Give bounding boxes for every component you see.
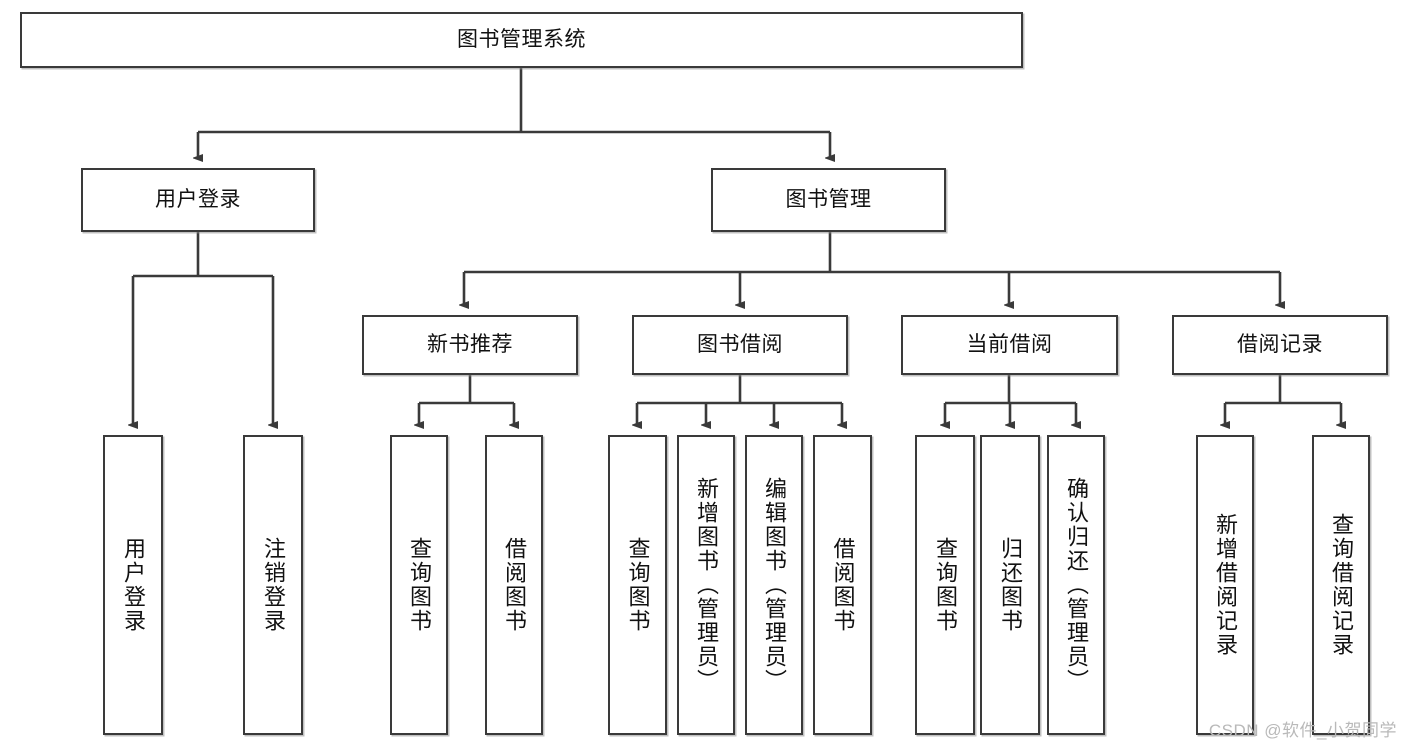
node-book-borrow[interactable]: 图书借阅: [632, 315, 848, 375]
node-leaf-return-book[interactable]: 归还图书: [980, 435, 1040, 735]
node-current-borrow[interactable]: 当前借阅: [901, 315, 1118, 375]
csdn-watermark: CSDN @软件_小贺同学: [1208, 721, 1397, 740]
node-leaf-logout-login[interactable]: 注销登录: [243, 435, 303, 735]
node-leaf-query-book-3[interactable]: 查询图书: [915, 435, 975, 735]
node-book-manage[interactable]: 图书管理: [711, 168, 946, 232]
node-borrow-record[interactable]: 借阅记录: [1172, 315, 1388, 375]
node-leaf-user-login[interactable]: 用户登录: [103, 435, 163, 735]
node-leaf-borrow-book-2[interactable]: 借阅图书: [813, 435, 872, 735]
node-book-borrow-label: 图书借阅: [697, 333, 783, 357]
node-leaf-add-borrow-record[interactable]: 新增借阅记录: [1196, 435, 1254, 735]
node-leaf-add-borrow-record-label: 新增借阅记录: [1212, 513, 1238, 657]
node-leaf-borrow-book-2-label: 借阅图书: [830, 537, 856, 633]
node-new-book-recommend[interactable]: 新书推荐: [362, 315, 578, 375]
node-new-book-recommend-label: 新书推荐: [427, 333, 513, 357]
node-leaf-confirm-return-admin[interactable]: 确认归还（管理员）: [1047, 435, 1105, 735]
node-leaf-query-borrow-record[interactable]: 查询借阅记录: [1312, 435, 1370, 735]
node-current-borrow-label: 当前借阅: [966, 333, 1053, 357]
node-leaf-user-login-label: 用户登录: [120, 537, 146, 633]
node-leaf-edit-book-admin-label: 编辑图书（管理员）: [761, 477, 787, 693]
node-leaf-query-borrow-record-label: 查询借阅记录: [1328, 513, 1354, 657]
node-leaf-query-book-2-label: 查询图书: [625, 537, 651, 633]
node-leaf-confirm-return-admin-label: 确认归还（管理员）: [1063, 477, 1089, 693]
node-borrow-record-label: 借阅记录: [1237, 333, 1323, 357]
node-leaf-logout-login-label: 注销登录: [260, 537, 286, 633]
node-leaf-edit-book-admin[interactable]: 编辑图书（管理员）: [745, 435, 803, 735]
node-leaf-query-book-1[interactable]: 查询图书: [390, 435, 448, 735]
node-leaf-add-book-admin[interactable]: 新增图书（管理员）: [677, 435, 735, 735]
node-book-manage-label: 图书管理: [785, 188, 872, 212]
node-user-login-label: 用户登录: [155, 188, 241, 212]
node-leaf-query-book-2[interactable]: 查询图书: [608, 435, 667, 735]
node-root[interactable]: 图书管理系统: [20, 12, 1023, 68]
node-leaf-query-book-3-label: 查询图书: [932, 537, 958, 633]
node-leaf-return-book-label: 归还图书: [997, 537, 1023, 633]
node-root-label: 图书管理系统: [457, 28, 586, 52]
node-leaf-borrow-book-1[interactable]: 借阅图书: [485, 435, 543, 735]
node-leaf-query-book-1-label: 查询图书: [406, 537, 432, 633]
node-leaf-add-book-admin-label: 新增图书（管理员）: [693, 477, 719, 693]
node-user-login[interactable]: 用户登录: [81, 168, 315, 232]
node-leaf-borrow-book-1-label: 借阅图书: [501, 537, 527, 633]
